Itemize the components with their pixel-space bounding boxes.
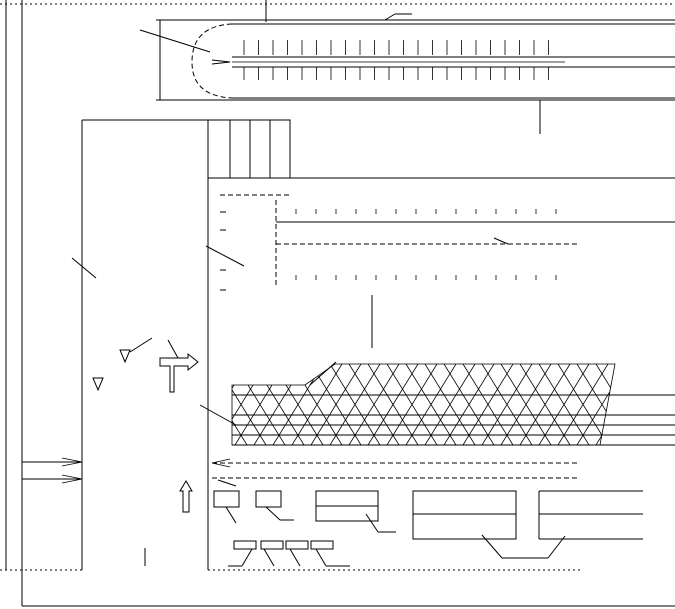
- drawn-line: [614, 364, 615, 445]
- drawn-line: [634, 364, 675, 445]
- turnaround-stall-ticks: [243, 40, 549, 80]
- drawn-line: [653, 364, 675, 445]
- drawn-line: [595, 364, 615, 445]
- drawn-line: [653, 364, 675, 445]
- straight-arrow-icon: [179, 480, 193, 513]
- crosshatch-island: [140, 361, 675, 446]
- drawn-line: [614, 364, 615, 445]
- vertical-road: [22, 119, 580, 571]
- drawn-line: [519, 364, 571, 445]
- drawn-line: [178, 364, 228, 445]
- drawn-line: [424, 364, 476, 445]
- building-block: [207, 119, 675, 179]
- drawn-line: [367, 364, 419, 445]
- drawn-line: [443, 364, 495, 445]
- drawn-line: [348, 364, 400, 445]
- turnaround-loop: [139, 13, 675, 134]
- drawn-line: [557, 364, 609, 445]
- drawn-line: [462, 364, 514, 445]
- parking-bays: [213, 490, 643, 567]
- drawn-line: [329, 364, 381, 445]
- parking-entry-zone: [205, 194, 675, 348]
- lower-lane-lines: [211, 458, 580, 487]
- yield-triangle-icon: [92, 377, 104, 392]
- drawn-line: [232, 364, 248, 445]
- drawn-line: [634, 364, 675, 445]
- drawn-line: [232, 364, 267, 445]
- drawn-line: [500, 364, 552, 445]
- turn-arrow-icon: [159, 352, 199, 393]
- drawn-line: [159, 364, 209, 445]
- drawn-line: [178, 364, 228, 445]
- drawn-line: [405, 364, 457, 445]
- parking-row-ticks: [295, 209, 557, 280]
- drawn-line: [159, 364, 209, 445]
- drawn-line: [386, 364, 438, 445]
- drawn-line: [140, 364, 190, 445]
- drawn-line: [576, 364, 615, 445]
- yield-triangle-icon: [119, 349, 131, 364]
- drawn-line: [538, 364, 590, 445]
- drawn-line: [140, 364, 190, 445]
- drawn-line: [310, 364, 362, 445]
- drawn-line: [481, 364, 533, 445]
